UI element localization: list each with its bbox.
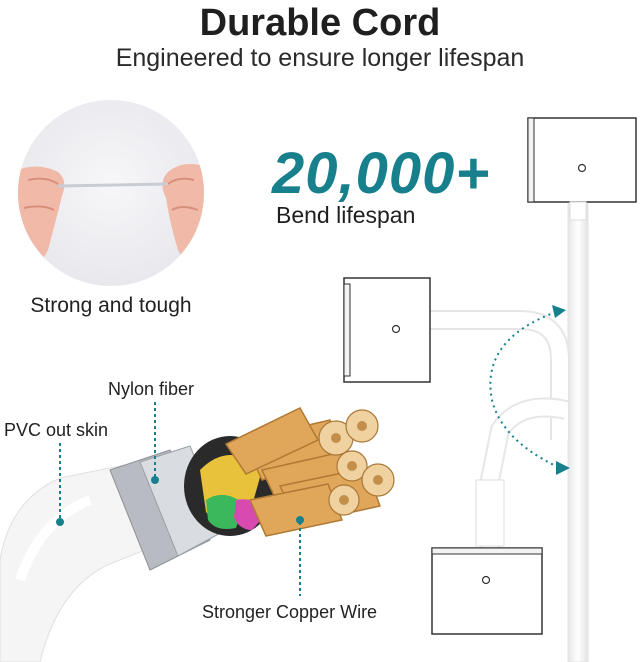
magnetic-connector-icon (431, 547, 543, 635)
bend-arrow-icon (489, 305, 570, 475)
strength-caption: Strong and tough (30, 294, 192, 317)
bend-caption: Bend lifespan (276, 202, 416, 228)
cable-cross-section-icon (0, 407, 395, 662)
bend-count: 20,000+ (272, 141, 491, 206)
copper-wire-label: Stronger Copper Wire (202, 602, 378, 622)
pvc-skin-label: PVC out skin (4, 420, 109, 440)
nylon-fiber-label: Nylon fiber (108, 379, 195, 399)
magnetic-connector-icon (527, 117, 637, 221)
page-title: Durable Cord (199, 2, 441, 44)
magnetic-connector-icon (343, 277, 431, 383)
pinch-hand-icon (18, 164, 204, 278)
page-subtitle: Engineered to ensure longer lifespan (115, 44, 525, 72)
strength-photo (18, 100, 204, 286)
